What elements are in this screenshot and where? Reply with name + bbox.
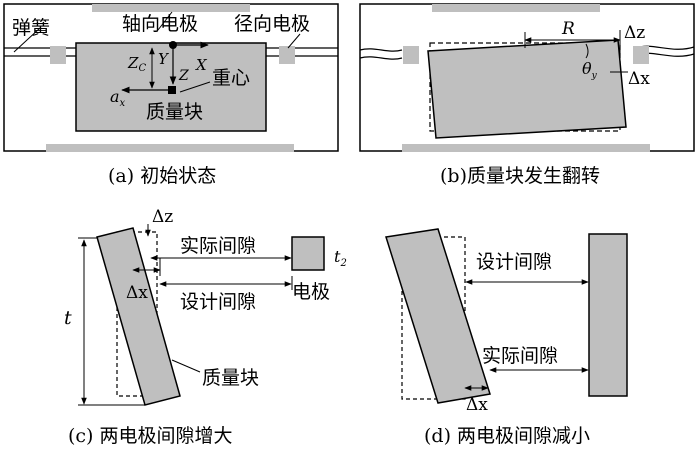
actual-gap-label: 实际间隙 (482, 345, 558, 367)
design-gap-label: 设计间隙 (180, 291, 256, 313)
panel-c: Δz 实际间隙 t2 Δx 设计间隙 电极 t 质量块 (c) 两电极间隙增大 (64, 207, 347, 447)
axial-electrode-callout (157, 11, 173, 31)
actual-gap-label: 实际间隙 (180, 235, 256, 257)
proof-mass-tilted (427, 39, 627, 139)
proof-mass-label: 质量块 (202, 367, 259, 389)
t2-label: t2 (334, 247, 347, 269)
spring-callout (13, 27, 41, 53)
dz-label: Δz (152, 207, 173, 227)
bottom-axial-electrode-plate (402, 144, 650, 152)
bottom-axial-electrode-plate (46, 144, 294, 152)
electrode-label: 电极 (292, 281, 330, 303)
r-label: R (561, 19, 575, 39)
caption-c: (c) 两电极间隙增大 (68, 425, 233, 447)
radial-electrode-label: 径向电极 (234, 13, 310, 35)
z-axis-label: Z (178, 68, 189, 84)
t-label: t (64, 307, 72, 329)
ax-label: ax (110, 87, 126, 109)
radial-electrode-callout (287, 33, 301, 49)
theta-arc (585, 43, 589, 59)
panel-d: 设计间隙 实际间隙 Δx (d) 两电极间隙减小 (385, 228, 628, 447)
electrode (588, 233, 628, 397)
spring-wave (359, 56, 403, 60)
dx-label: Δx (466, 395, 488, 415)
center-of-mass-label: 重心 (212, 67, 250, 89)
radial-electrode-left (403, 46, 419, 64)
design-gap-label: 设计间隙 (476, 251, 552, 273)
caption-d: (d) 两电极间隙减小 (424, 425, 590, 447)
panel-a: 弹簧 轴向电极 径向电极 ZC Y Z X 重心 ax 质量块 (a) 初始状态 (3, 3, 339, 187)
x-axis-label: X (195, 56, 208, 74)
center-of-mass-callout (179, 81, 211, 93)
theta-label: θy (582, 59, 598, 81)
proof-mass-tilted (96, 227, 181, 406)
axial-electrode-label: 轴向电极 (122, 13, 198, 35)
dx-label: Δx (628, 69, 650, 89)
panel-b: R Δz θy Δx (b)质量块发生翻转 (359, 3, 695, 187)
proof-mass-tilted (385, 228, 491, 404)
radial-electrode-right (633, 46, 649, 64)
caption-a: (a) 初始状态 (108, 165, 216, 187)
radial-electrode-right (279, 46, 295, 64)
center-of-mass-marker (168, 86, 176, 94)
top-axial-electrode-plate (432, 4, 600, 12)
spring-label: 弹簧 (12, 17, 50, 39)
top-axial-electrode-plate (92, 4, 250, 12)
proof-mass-label: 质量块 (146, 101, 203, 123)
caption-b: (b)质量块发生翻转 (440, 165, 600, 187)
dz-label: Δz (624, 23, 645, 43)
radial-electrode-left (50, 46, 66, 64)
dx-label: Δx (126, 283, 148, 303)
y-axis-label: Y (158, 50, 170, 68)
proof-mass-callout (171, 359, 201, 373)
spring-wave (359, 48, 403, 52)
electrode (291, 236, 325, 271)
zc-label: ZC (127, 54, 146, 74)
